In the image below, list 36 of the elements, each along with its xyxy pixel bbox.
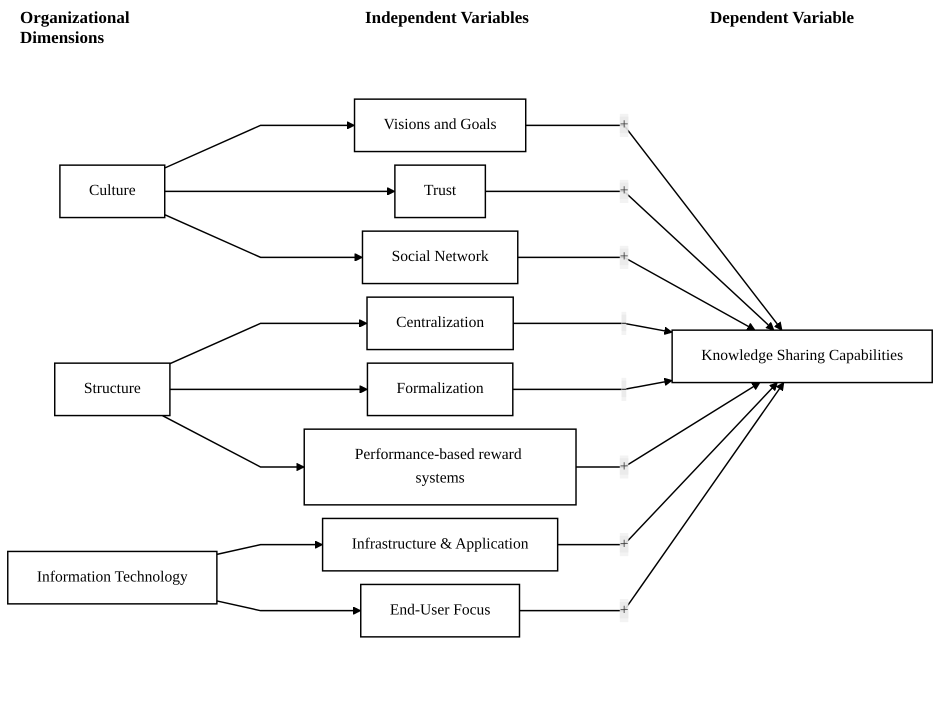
arrow [170,319,368,364]
node-box: Social Network [362,230,518,284]
arrow [512,378,673,390]
arrow [216,540,323,556]
arrow [216,600,362,615]
column-heading: Dependent Variable [710,8,856,29]
node-box: Infrastructure & Application [322,518,558,572]
node-box: End-User Focus [360,584,520,638]
edge-label: - [621,314,627,332]
node-box: Trust [394,164,486,218]
arrow [558,382,778,546]
edge-label: + [620,116,628,134]
edge-label: + [620,458,628,475]
edge-label: + [620,602,628,618]
arrow [164,187,396,196]
edge-label: + [620,536,628,552]
arrow [164,121,355,169]
node-box: Centralization [366,296,514,350]
node-box: Information Technology [7,550,218,605]
column-heading: Organizational Dimensions [20,8,131,48]
edge-label: + [620,248,628,266]
node-box: Culture [59,164,166,218]
edge-label: + [620,182,628,200]
arrow [170,385,368,394]
node-box: Knowledge Sharing Capabilities [671,329,933,384]
node-box: Visions and Goals [354,98,526,152]
arrow [162,414,305,472]
node-box: Structure [54,362,171,416]
edge-label: - [621,380,627,398]
arrow [520,382,784,612]
node-box: Performance-based reward systems [304,428,577,506]
column-heading: Independent Variables [365,8,530,29]
arrow [576,382,760,468]
arrow [513,322,673,336]
arrow [164,214,363,262]
node-box: Formalization [366,362,514,416]
